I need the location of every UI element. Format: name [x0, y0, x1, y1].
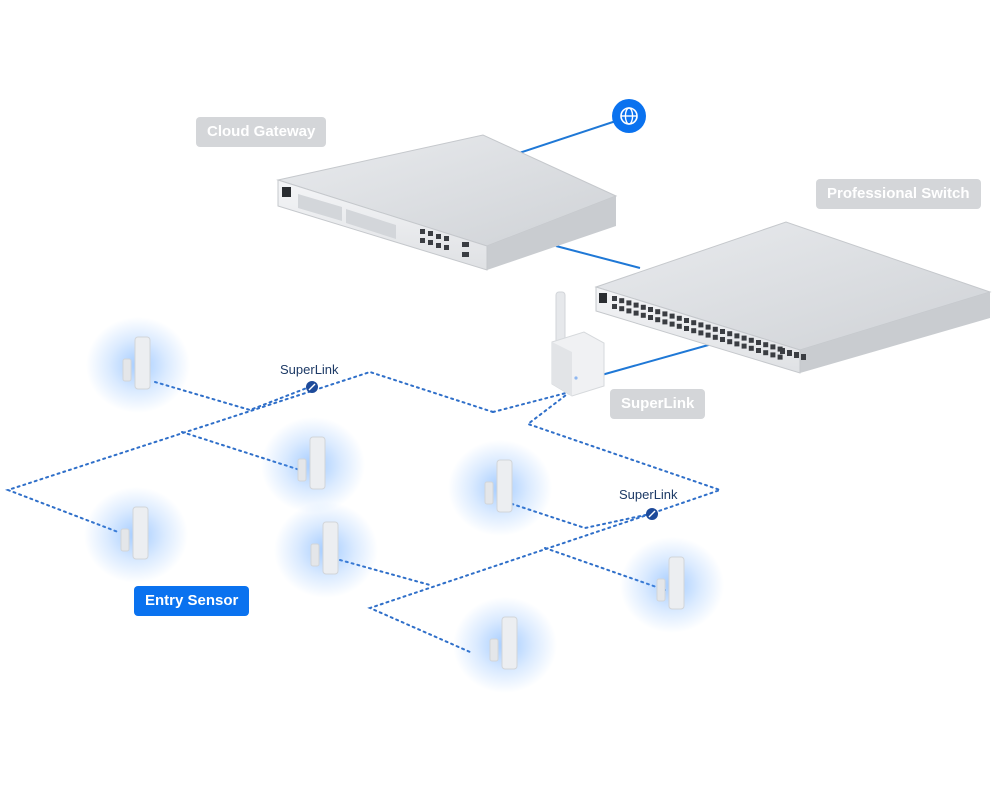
wired-link-switch-superlink	[597, 343, 713, 377]
entry-sensor	[84, 487, 188, 583]
superlink-node-icon	[646, 508, 658, 520]
wireless-link-to-superlink	[492, 391, 571, 413]
superlink-wireless-label: SuperLink	[619, 487, 678, 502]
entry-sensor	[620, 537, 724, 633]
superlink-wireless-label: SuperLink	[280, 362, 339, 377]
entry-sensor-label: Entry Sensor	[134, 586, 250, 616]
wired-link-gateway-switch	[555, 245, 641, 269]
entry-sensors	[84, 317, 724, 693]
entry-sensor	[274, 502, 378, 598]
switch-port-grid	[612, 296, 806, 360]
entry-sensor	[86, 317, 190, 413]
wireless-link-backbone-west	[5, 370, 494, 533]
wireless-link-south	[367, 513, 651, 653]
cloud-gateway-device	[276, 134, 618, 271]
superlink-device-label: SuperLink	[610, 389, 706, 419]
professional-switch-label: Professional Switch	[816, 179, 981, 209]
wireless-link-backbone-east	[525, 391, 724, 515]
entry-sensor	[448, 440, 552, 536]
superlink-hub-device	[551, 291, 605, 397]
entry-sensor	[453, 597, 557, 693]
wireless-link-sensor-mid	[339, 559, 431, 586]
cloud-gateway-label: Cloud Gateway	[196, 117, 327, 147]
professional-switch-device	[594, 221, 992, 374]
wireless-link-sensor-1	[154, 381, 313, 412]
superlink-node-icon	[306, 381, 318, 393]
entry-sensor	[261, 417, 365, 513]
globe-icon	[612, 99, 646, 133]
